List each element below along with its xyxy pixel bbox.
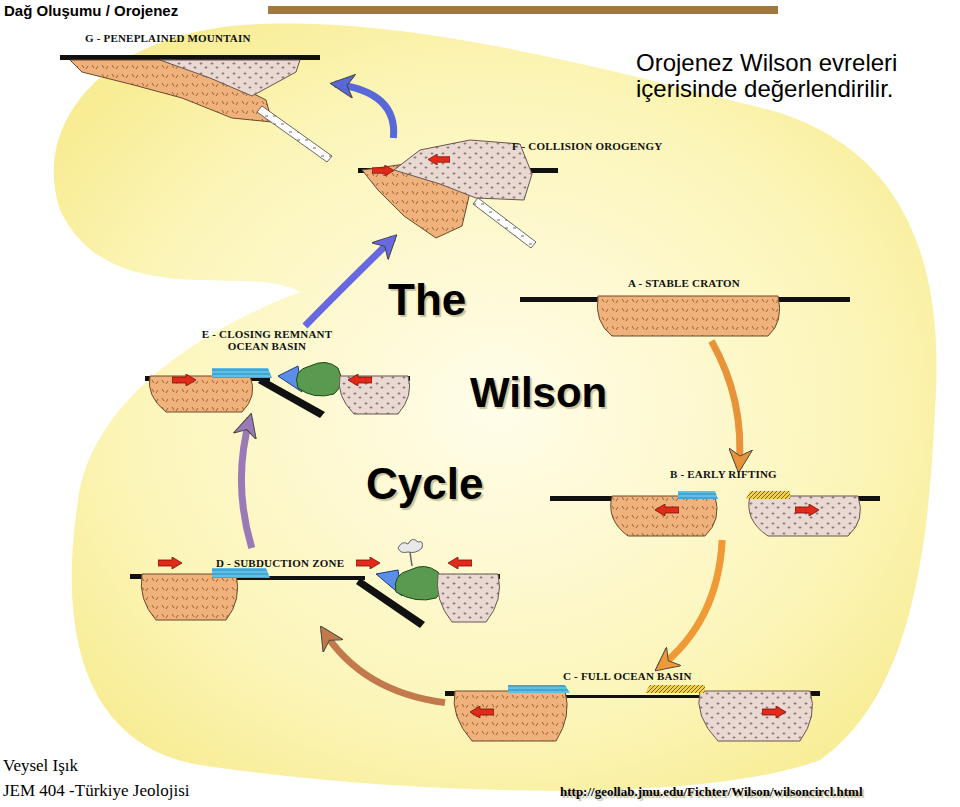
wilson-stage: B - EARLY RIFTING (548, 468, 883, 540)
stage-heading: D - SUBDUCTION ZONE (216, 557, 344, 569)
cycle-word: The (388, 276, 466, 324)
stage-heading: C - FULL OCEAN BASIN (563, 670, 692, 682)
cycle-arrow (335, 84, 394, 138)
stage-heading: E - CLOSING REMNANT OCEAN BASIN (192, 328, 342, 352)
wilson-stage: F - COLLISION OROGENGY (355, 138, 675, 238)
cycle-word: Wilson (470, 370, 607, 416)
cycle-word: Cycle (366, 460, 483, 508)
source-url: http://geollab.jmu.edu/Fichter/Wilson/wi… (560, 785, 863, 799)
wilson-stage: E - CLOSING REMNANT OCEAN BASIN (140, 326, 415, 418)
stage-heading: B - EARLY RIFTING (670, 468, 777, 480)
stage-heading: F - COLLISION OROGENGY (512, 140, 662, 152)
cycle-arrow (305, 238, 393, 326)
wilson-stage: G - PENEPLAINED MOUNTAIN (55, 30, 335, 165)
wilson-stage: A - STABLE CRATON (520, 276, 850, 341)
subtitle: Orojenez Wilson evreleri içerisinde değe… (636, 50, 956, 103)
cycle-arrow (323, 630, 445, 703)
cycle-arrow (711, 341, 739, 468)
cycle-arrow (659, 540, 722, 668)
wilson-stage: D - SUBDUCTION ZONE (128, 548, 503, 630)
wilson-stage: C - FULL OCEAN BASIN (445, 668, 820, 745)
cycle-arrow (241, 418, 251, 548)
slide-title: Dağ Oluşumu / Orojenez (4, 2, 178, 19)
stage-heading: G - PENEPLAINED MOUNTAIN (85, 32, 251, 44)
course: JEM 404 -Türkiye Jeolojisi (3, 782, 190, 801)
author: Veysel Işık (3, 757, 78, 776)
stage-heading: A - STABLE CRATON (628, 277, 740, 289)
